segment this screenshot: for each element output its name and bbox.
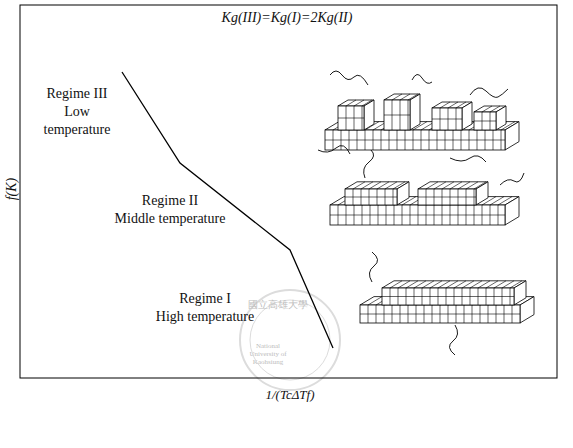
crystal-stroke	[418, 197, 476, 198]
crystal-illustration	[325, 94, 534, 323]
crystal-stroke	[410, 94, 420, 130]
crystal-stroke	[474, 112, 496, 130]
watermark-text: 國立高雄大學	[238, 296, 318, 314]
regime-label: Regime III	[22, 85, 132, 103]
axis-label: 1/(TcΔTf)	[210, 386, 370, 404]
crystal-stroke	[462, 102, 472, 130]
watermark-text: National University of Kaohsiung	[242, 342, 294, 366]
crystal-stroke	[498, 197, 512, 205]
polymer-chains	[318, 71, 524, 355]
crystal-stroke	[432, 119, 462, 120]
crystal-stroke	[345, 197, 397, 198]
regime-label: Middle temperature	[95, 210, 245, 228]
crystal-stroke	[384, 115, 410, 116]
crystal-stroke	[505, 197, 519, 225]
crystal-stroke	[362, 100, 372, 106]
crystal-stroke	[393, 182, 405, 189]
regime-label: Regime II	[100, 192, 240, 210]
crystal-stroke	[496, 106, 506, 130]
regime-label: Low temperature	[32, 103, 122, 139]
crystal-stroke	[360, 305, 520, 323]
crystal-stroke	[330, 215, 505, 216]
crystal-stroke	[490, 197, 504, 205]
crystal-stroke	[482, 106, 492, 112]
crystal-stroke	[432, 108, 462, 130]
crystal-stroke	[382, 296, 514, 297]
crystal-stroke	[382, 288, 514, 305]
crystal-stroke	[440, 102, 450, 108]
crystal-stroke	[400, 94, 410, 100]
crystal-stroke	[456, 102, 466, 108]
regime-label: Regime I	[145, 290, 265, 308]
crystal-stroke	[325, 140, 505, 141]
chart-title: Kg(III)=Kg(I)=2Kg(II)	[157, 9, 417, 27]
crystal-stroke	[490, 106, 500, 112]
crystal-stroke	[330, 205, 505, 225]
crystal-stroke	[364, 100, 374, 130]
crystal-stroke	[368, 297, 382, 305]
plot-frame	[20, 5, 557, 378]
crystal-stroke	[325, 130, 505, 150]
crystal-stroke	[345, 189, 397, 205]
axis-label: f(K)	[3, 169, 21, 209]
crystal-stroke	[505, 122, 519, 150]
crystal-stroke	[384, 100, 410, 130]
crystal-stroke	[476, 182, 488, 205]
regime-label: High temperature	[135, 308, 275, 326]
crystal-stroke	[474, 182, 486, 189]
crystal-stroke	[382, 281, 526, 288]
crystal-stroke	[354, 100, 364, 106]
crystal-stroke	[392, 94, 402, 100]
crystal-stroke	[418, 189, 476, 205]
crystal-stroke	[408, 94, 418, 100]
crystal-stroke	[474, 121, 496, 122]
crystal-stroke	[360, 314, 520, 315]
crystal-stroke	[510, 281, 522, 288]
crystal-stroke	[346, 100, 356, 106]
crystal-stroke	[338, 118, 364, 119]
crystal-stroke	[448, 102, 458, 108]
regime-line	[122, 72, 333, 348]
crystal-stroke	[338, 106, 364, 130]
